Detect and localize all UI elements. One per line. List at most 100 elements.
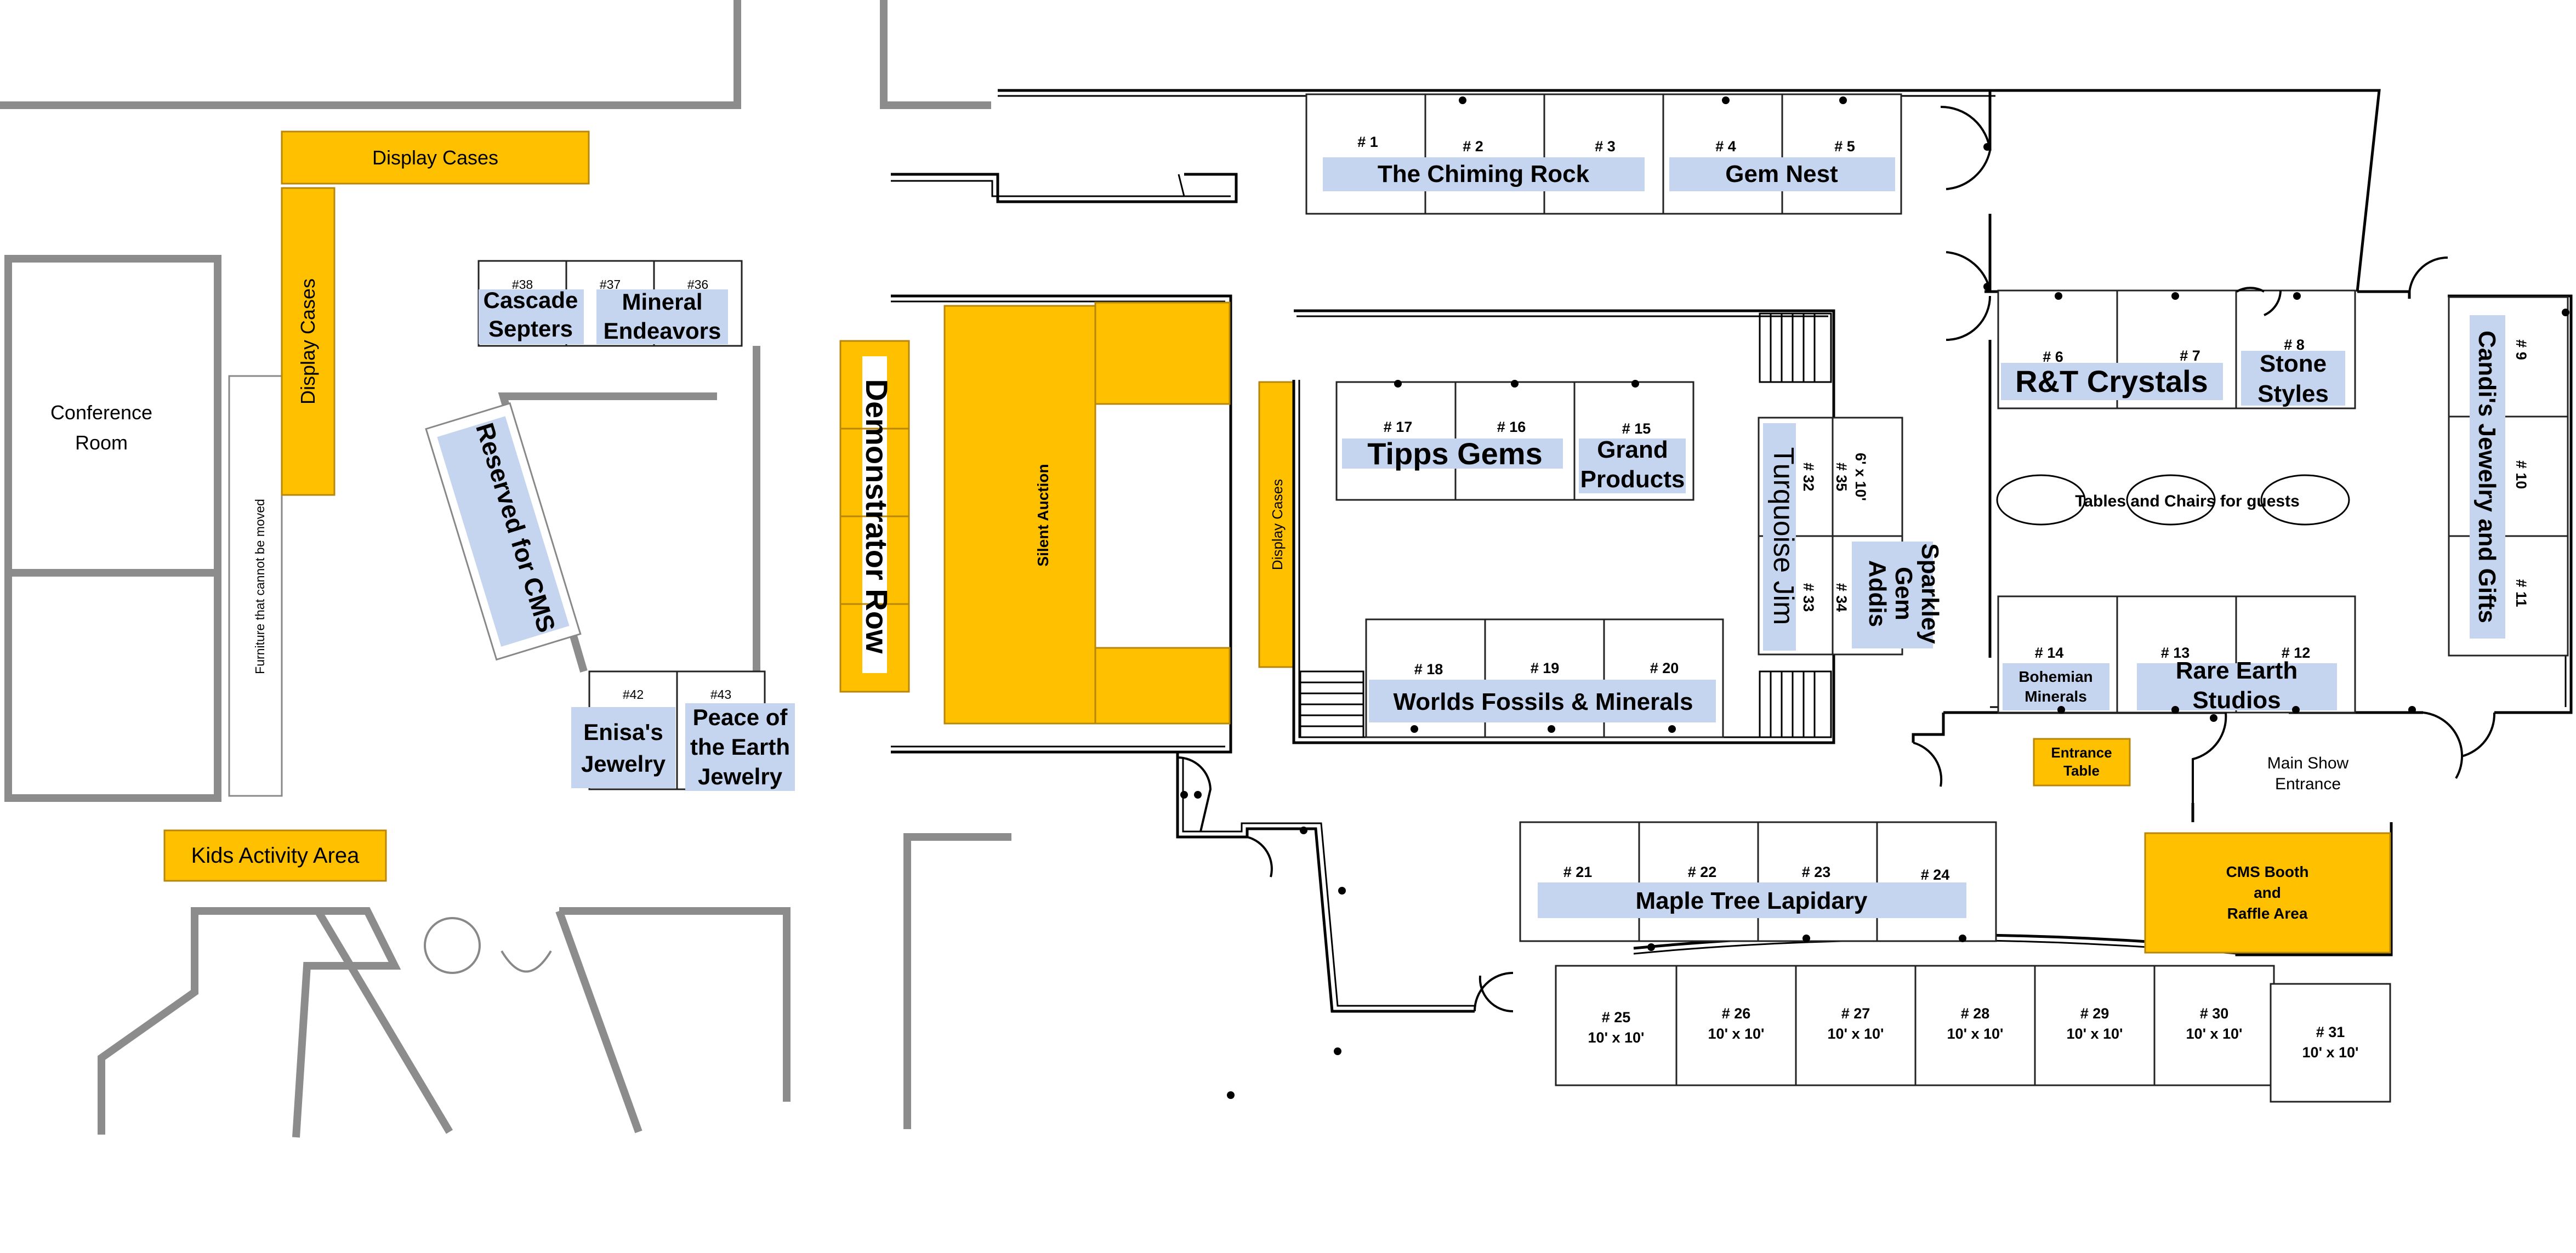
cms-booth-raffle-area (2144, 832, 2391, 954)
booth-31-number: # 31 (2316, 1024, 2345, 1040)
booth-35-size: 6' x 10' (1852, 453, 1869, 501)
silent-auction (943, 305, 1096, 725)
vendor-rare-earth-studios: Rare Earth (2176, 657, 2298, 684)
booth-30-size: 10' x 10' (2186, 1026, 2243, 1042)
booth-9-number: # 9 (2513, 339, 2529, 360)
booth-18-number: # 18 (1414, 661, 1443, 677)
booth-17-number: # 17 (1384, 419, 1413, 435)
vendor-addis-gem-sparkley-3: Sparkley (1917, 543, 1943, 644)
silent-auction-label: Silent Auction (1034, 464, 1051, 566)
vendor-peace-of-the-earth-3: Jewelry (698, 764, 783, 789)
booth-21-number: # 21 (1563, 864, 1593, 880)
conference-room-label-2: Room (75, 431, 128, 454)
vendor-cascade-septers-2: Septers (488, 316, 573, 341)
stairs-top-right (1759, 312, 1832, 383)
booth-27-number: # 27 (1841, 1005, 1870, 1022)
booth-37-number: #37 (600, 277, 621, 292)
vendor-rare-earth-studios-2: Studios (2192, 687, 2281, 714)
booth-16-number: # 16 (1497, 419, 1526, 435)
booth-35-number: # 35 (1833, 463, 1850, 492)
booth-33-number: # 33 (1800, 583, 1817, 612)
booth-32-number: # 32 (1800, 463, 1817, 492)
booth-1-number: # 1 (1357, 134, 1378, 150)
vendor-stone-styles-2: Styles (2257, 380, 2329, 407)
booth-12-number: # 12 (2282, 645, 2311, 661)
cms-booth-label-2: and (2254, 884, 2281, 901)
conference-room-label: Conference (50, 401, 152, 424)
vendor-addis-gem-sparkley-2: Gem (1890, 567, 1917, 620)
booth-19-number: # 19 (1531, 660, 1560, 676)
booth-15-number: # 15 (1622, 420, 1651, 437)
booth-29-size: 10' x 10' (2067, 1026, 2123, 1042)
vendor-tipps-gems: Tipps Gems (1367, 436, 1543, 471)
booth-4-number: # 4 (1715, 138, 1736, 155)
booth-36-number: #36 (687, 277, 708, 292)
booth-29-number: # 29 (2080, 1005, 2109, 1022)
booth-23-number: # 23 (1802, 864, 1831, 880)
cms-booth-label-3: Raffle Area (2227, 905, 2308, 922)
booth-24-number: # 24 (1921, 867, 1950, 883)
booth-10-number: # 10 (2513, 460, 2529, 489)
vendor-grand-products-2: Products (1580, 466, 1685, 493)
booth-7-number: # 7 (2180, 348, 2200, 364)
booth-34-number: # 34 (1833, 583, 1850, 612)
vendor-addis-gem-sparkley: Addis (1864, 560, 1891, 627)
wall-top-left (0, 0, 741, 109)
wall-top-mid (880, 0, 991, 109)
bottom-hall: # 21 # 22 # 23 # 24 Maple Tree Lapidary … (1176, 752, 2393, 1103)
reserved-for-cms: Reserved for CMS (425, 402, 582, 661)
fixed-furniture (228, 375, 283, 797)
entrance-table-label-2: Table (2063, 762, 2100, 779)
display-cases-center-label: Display Cases (1269, 479, 1286, 570)
display-cases-center (1258, 381, 1295, 668)
center-section: Demonstrator Row Silent Auction Display … (839, 294, 1943, 754)
kids-activity-area (163, 829, 387, 882)
stairs-left (1299, 670, 1364, 738)
booth-22-number: # 22 (1688, 864, 1717, 880)
vendor-mineral-endeavors: Mineral (622, 289, 702, 315)
vendor-mineral-endeavors-2: Endeavors (604, 318, 721, 344)
booth-3-number: # 3 (1595, 138, 1616, 155)
booth-13-number: # 13 (2161, 645, 2190, 661)
booth-26-size: 10' x 10' (1708, 1026, 1765, 1042)
display-cases-top (281, 130, 590, 185)
tables-chairs-label: Tables and Chairs for guests (2075, 492, 2300, 510)
vendor-enisas-jewelry: Enisa's (583, 719, 663, 745)
booth-2-number: # 2 (1463, 138, 1483, 155)
display-cases-vertical-label: Display Cases (297, 278, 319, 405)
booth-28-number: # 28 (1961, 1005, 1990, 1022)
booth-20-number: # 20 (1650, 660, 1679, 676)
top-hall: # 1 # 2 # 3 # 4 # 5 The Chiming Rock Gem… (891, 89, 2381, 292)
booth-25-size: 10' x 10' (1588, 1029, 1645, 1046)
vendor-peace-of-the-earth-2: the Earth (690, 734, 790, 760)
furniture-note: Furniture that cannot be moved (253, 499, 267, 674)
booth-42-number: #42 (623, 687, 644, 702)
display-cases-vertical (281, 187, 335, 496)
vendor-bohemian-minerals: Bohemian (2018, 668, 2092, 685)
booth-27-size: 10' x 10' (1828, 1026, 1884, 1042)
vendor-rt-crystals: R&T Crystals (2015, 364, 2208, 398)
left-wing: Conference Room Furniture that cannot be… (0, 0, 1011, 1138)
entrance-table-label: Entrance (2051, 744, 2112, 761)
booth-26-number: # 26 (1722, 1005, 1751, 1022)
booth-5-number: # 5 (1834, 138, 1855, 155)
booth-14-number: # 14 (2035, 645, 2064, 661)
vendor-stone-styles: Stone (2260, 350, 2327, 377)
guest-table (2260, 474, 2350, 526)
right-hall: # 6 # 7 # 8 R&T Crystals Stone Styles Ca… (1912, 90, 2573, 803)
vendor-candis-jewelry-and-gifts: Candi's Jewelry and Gifts (2473, 331, 2500, 623)
vendor-maple-tree-lapidary: Maple Tree Lapidary (1635, 887, 1868, 914)
demonstrator-row-label: Demonstrator Row (860, 379, 894, 654)
kids-activity-label: Kids Activity Area (191, 844, 360, 868)
vendor-bohemian-minerals-2: Minerals (2025, 688, 2087, 705)
entrance-table (2033, 738, 2131, 787)
guest-table (2126, 474, 2216, 526)
booth-8-number: # 8 (2284, 337, 2305, 353)
stairs-bottom-right (1759, 670, 1832, 738)
booth-31-size: 10' x 10' (2302, 1044, 2359, 1061)
booth-25-number: # 25 (1602, 1009, 1631, 1026)
booth-11-number: # 11 (2513, 579, 2529, 607)
cms-booth-label: CMS Booth (2226, 863, 2309, 880)
booth-38-number: #38 (512, 277, 533, 292)
booth-28-size: 10' x 10' (1947, 1026, 2004, 1042)
